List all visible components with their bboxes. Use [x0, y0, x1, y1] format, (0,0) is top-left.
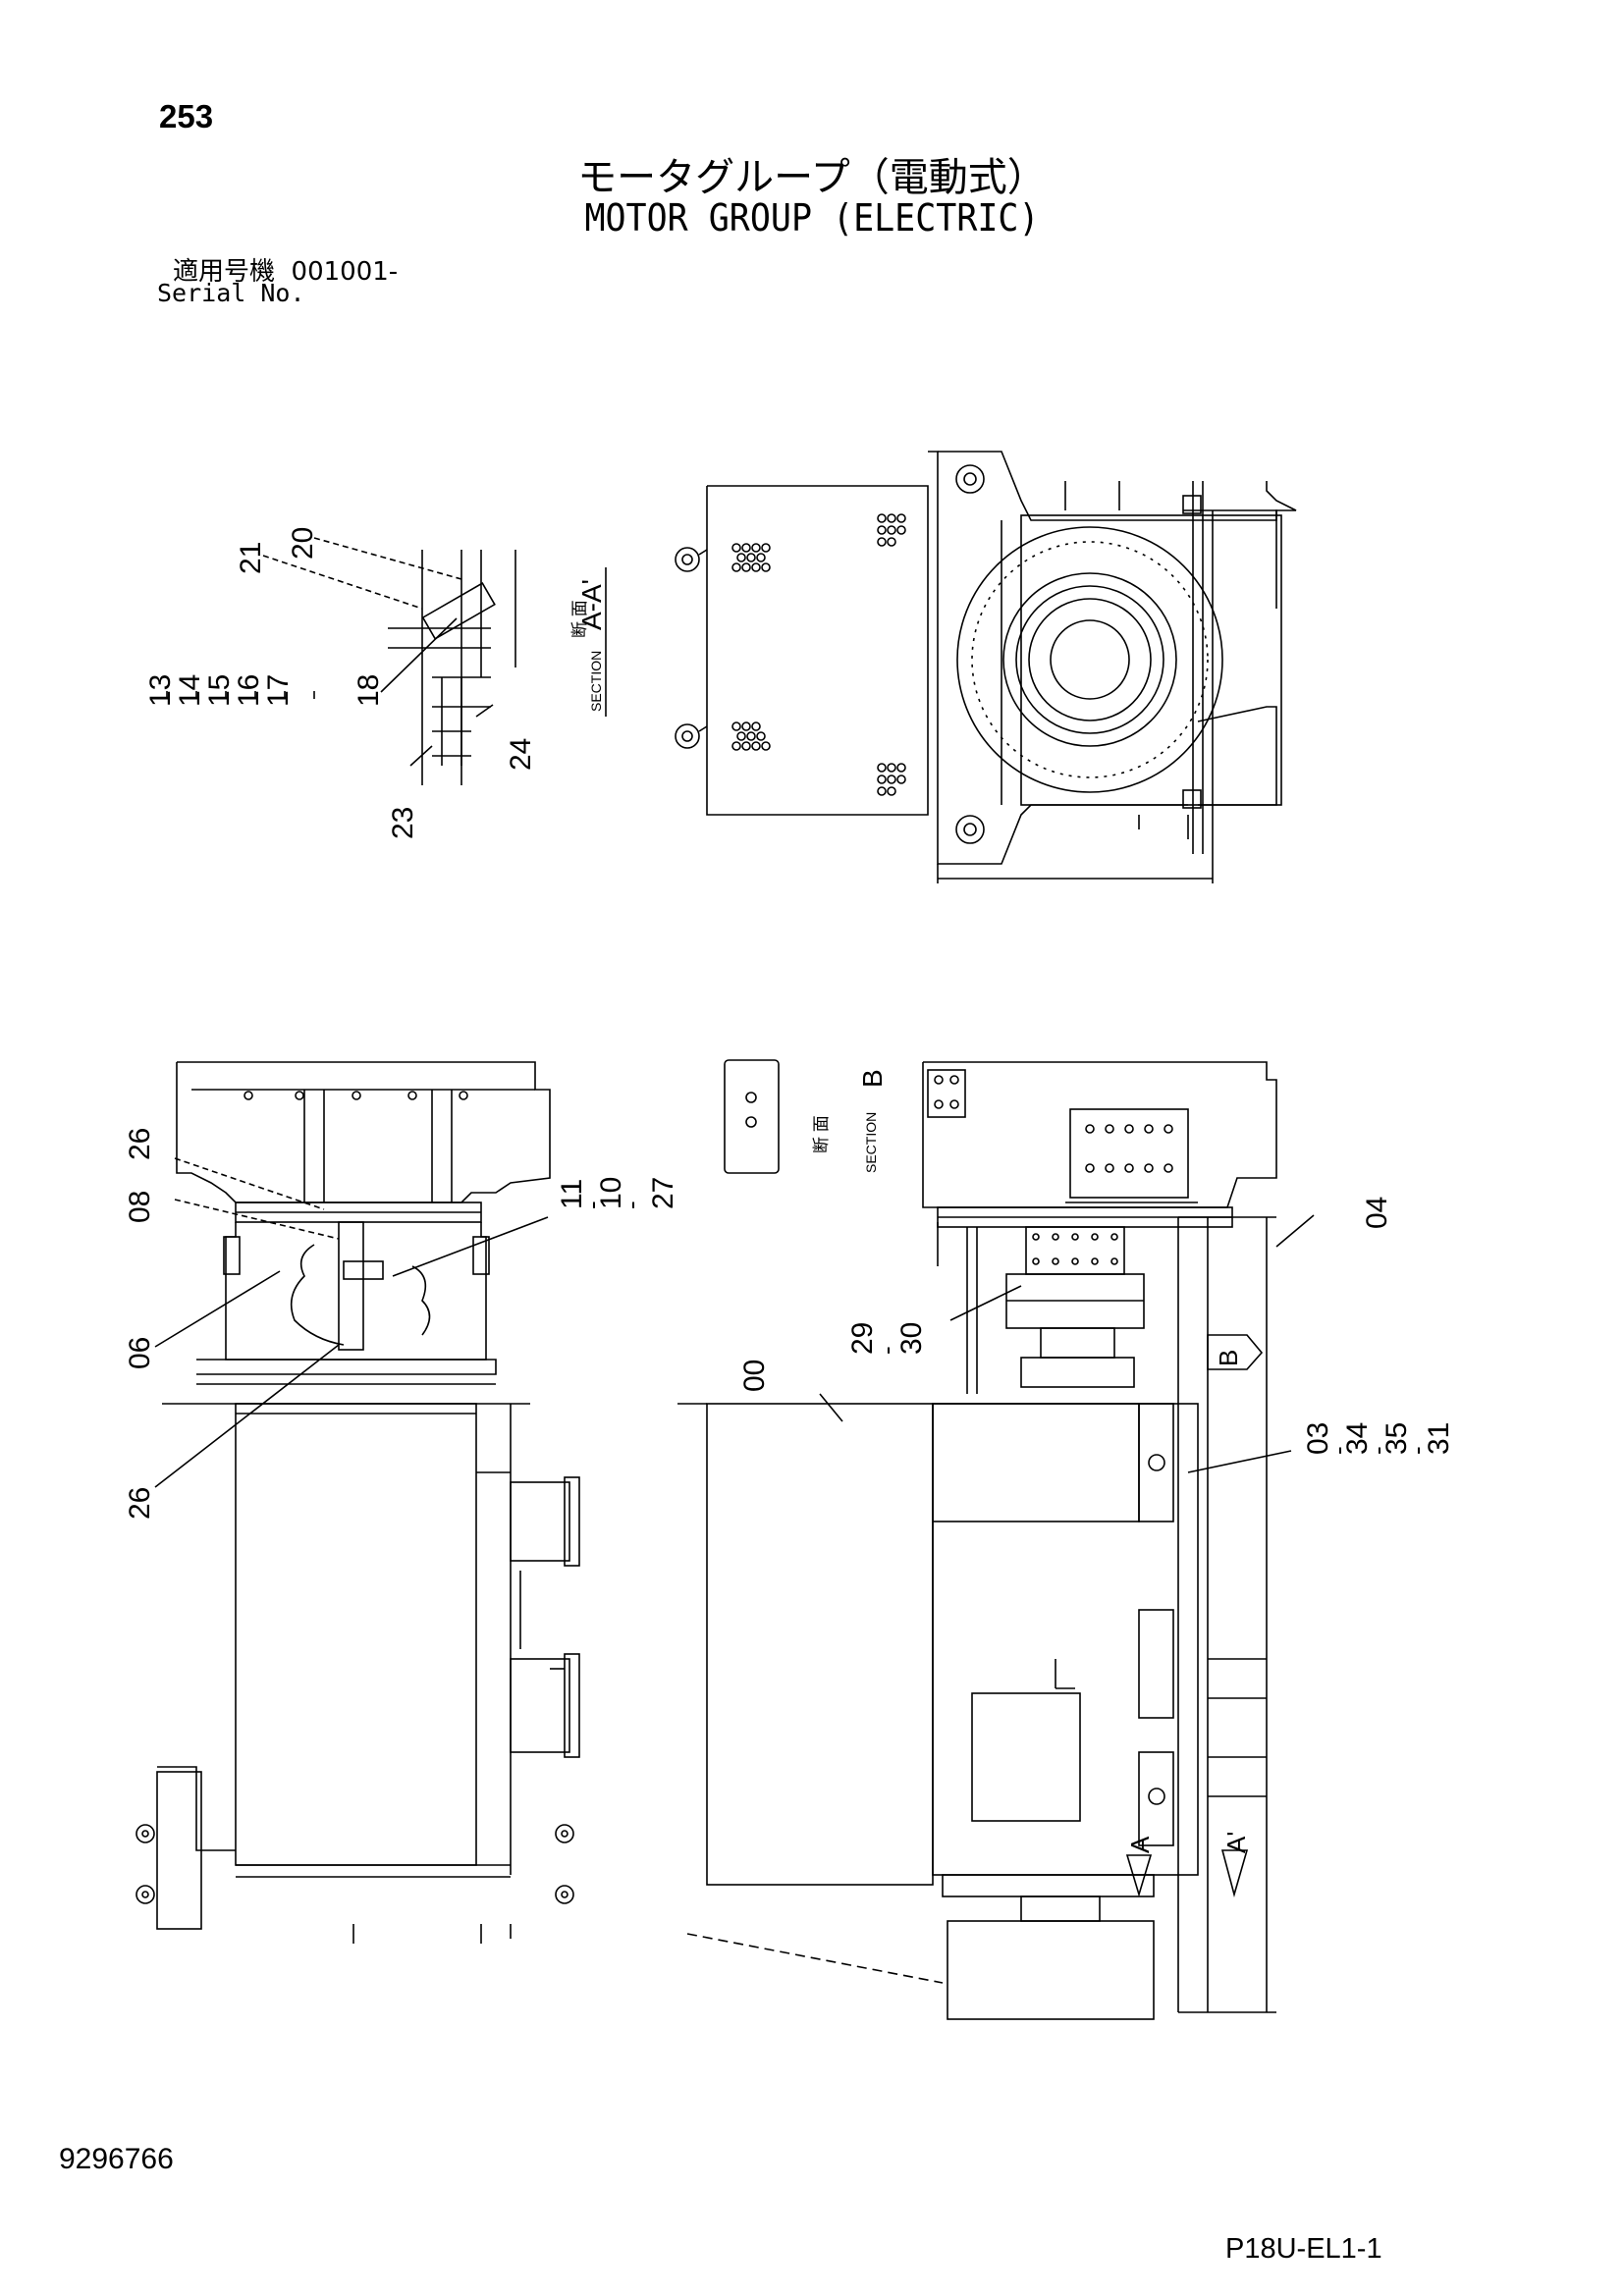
svg-text:-: -: [577, 1201, 607, 1209]
document-number: 9296766: [59, 2143, 174, 2175]
callout-08: 08: [124, 1191, 156, 1223]
callout-04: 04: [1361, 1197, 1393, 1229]
callout-13: 13: [144, 674, 177, 707]
section-b-en: SECTION: [863, 1112, 879, 1173]
svg-text:-: -: [1402, 1446, 1432, 1455]
callout-23: 23: [387, 807, 419, 839]
leader-26a: [174, 1157, 325, 1210]
section-aa-mark: A-A': [576, 579, 607, 630]
sheet-code: P18U-EL1-1: [1225, 2233, 1382, 2265]
serial-label-japanese: 適用号機: [173, 257, 276, 287]
callout-17: 17: [262, 674, 295, 707]
callout-14: 14: [174, 674, 206, 707]
page-title-english: MOTOR GROUP (ELECTRIC): [584, 196, 1040, 240]
callout-11: 11: [556, 1179, 588, 1209]
callout-21: 21: [235, 542, 267, 574]
view-arrow-a-label: A: [1125, 1836, 1155, 1853]
callout-26-bottom: 26: [124, 1487, 156, 1520]
leader-06: [154, 1270, 281, 1348]
view-arrow-b-label: B: [1214, 1350, 1243, 1366]
section-aa-jp: 断 面: [570, 600, 589, 638]
leader-18: [380, 617, 458, 693]
callout-35: 35: [1380, 1422, 1413, 1455]
callout-29: 29: [846, 1322, 879, 1355]
svg-text:-: -: [872, 1346, 901, 1355]
view-arrow-a: [1125, 1854, 1153, 1897]
callout-20: 20: [287, 527, 319, 560]
callout-06: 06: [124, 1337, 156, 1369]
leader-29: [949, 1285, 1022, 1321]
leader-26b: [154, 1344, 340, 1488]
leader-04: [1275, 1214, 1315, 1248]
leader-11: [392, 1216, 549, 1277]
section-b-mark: B: [857, 1069, 888, 1088]
leader-00: [819, 1393, 843, 1422]
callout-31: 31: [1423, 1422, 1455, 1455]
side-view-left: [135, 1061, 580, 1944]
leader-24: [475, 704, 494, 718]
callout-34: 34: [1341, 1422, 1374, 1455]
page-title-japanese: モータグループ（電動式）: [577, 155, 1047, 200]
callout-26-top: 26: [124, 1128, 156, 1160]
leader-20: [313, 537, 462, 580]
callout-00: 00: [738, 1360, 771, 1392]
leader-21: [262, 555, 423, 610]
callout-24: 24: [505, 738, 537, 771]
callout-18: 18: [352, 674, 385, 707]
top-view-motor: [675, 451, 1297, 883]
callout-30: 30: [895, 1322, 928, 1355]
callout-03: 03: [1302, 1422, 1334, 1455]
leader-03: [1187, 1450, 1292, 1473]
serial-value: 001001-: [291, 257, 399, 287]
section-aa-en: SECTION: [588, 651, 604, 712]
serial-range: 適用号機 001001-: [173, 251, 398, 288]
callout-15: 15: [203, 674, 236, 707]
view-arrow-a-prime: [1220, 1849, 1249, 1897]
page-number: 253: [159, 98, 214, 134]
view-arrow-b: [1207, 1334, 1264, 1370]
serial-label-english: Serial No.: [157, 279, 305, 307]
callout-16: 16: [233, 674, 265, 707]
view-arrow-a-prime-label: A': [1221, 1832, 1251, 1853]
section-b-jp: 断 面: [812, 1115, 831, 1153]
detail-section-aa: [166, 537, 516, 785]
callout-27: 27: [647, 1177, 679, 1209]
leader-08: [174, 1199, 340, 1240]
callout-10: 10: [595, 1177, 627, 1209]
side-view-right: [677, 1059, 1315, 2020]
svg-text:-: -: [1363, 1446, 1392, 1455]
leader-23: [409, 745, 433, 767]
svg-text:-: -: [1324, 1446, 1353, 1455]
svg-text:-: -: [617, 1201, 646, 1209]
